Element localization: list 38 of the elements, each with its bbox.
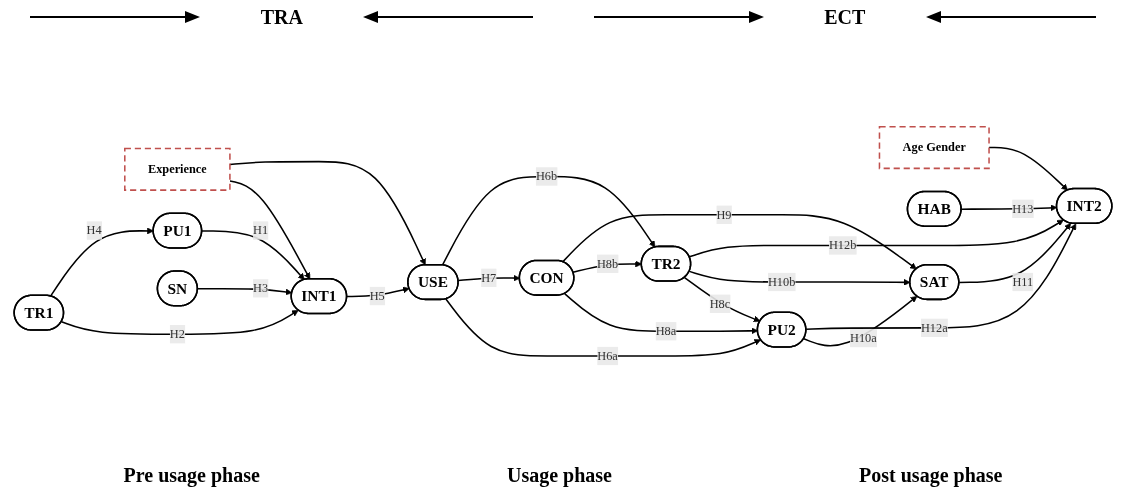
- arrow: [229, 160, 426, 266]
- arrow: [805, 223, 1077, 331]
- edge-label: H1: [253, 223, 269, 237]
- edge-label: H10b: [767, 275, 796, 289]
- edge-label: H6a: [597, 349, 618, 363]
- arrow: [688, 219, 1064, 258]
- edge-label: H9: [716, 207, 732, 221]
- edge-label: H10a: [850, 331, 877, 345]
- arrow: [441, 175, 656, 266]
- edge-label: H4: [86, 223, 102, 237]
- node-box: Age Gender: [878, 126, 990, 170]
- edge-label: H6b: [535, 169, 558, 183]
- arrow: [49, 227, 154, 297]
- edge-label: H8a: [655, 324, 677, 338]
- edge-label: H8b: [596, 256, 619, 270]
- arrow: [958, 223, 1072, 284]
- theory-label: ECT: [824, 5, 866, 29]
- phase-label: Usage phase: [506, 463, 612, 487]
- node-box: Experience: [124, 147, 231, 191]
- arrow: [60, 309, 299, 335]
- edge-label: H5: [369, 289, 385, 303]
- edge-label: H7: [481, 270, 497, 284]
- edge-label: H12a: [920, 320, 948, 335]
- arrow: [229, 180, 311, 280]
- arrow: [346, 286, 410, 298]
- edge-label: H3: [253, 281, 269, 295]
- edge-label: H2: [169, 327, 185, 341]
- phase-label: Post usage phase: [859, 463, 1003, 487]
- arrow: [445, 298, 762, 357]
- arrow: [201, 230, 305, 281]
- phase-label: Pre usage phase: [123, 463, 260, 487]
- edge-label: H13: [1012, 201, 1034, 215]
- arrow: [561, 214, 917, 270]
- theory-label: TRA: [260, 5, 303, 29]
- edge-label: H11: [1012, 275, 1034, 289]
- edge-label: H8c: [709, 296, 731, 310]
- arrow: [683, 276, 761, 323]
- edge-label: H12b: [828, 238, 857, 252]
